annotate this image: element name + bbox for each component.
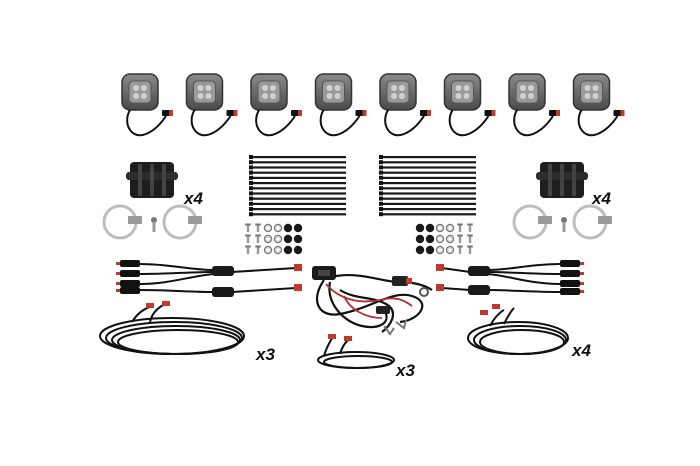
zip-tie (252, 187, 346, 190)
zip-tie (252, 192, 346, 195)
mount-bracket-left (126, 162, 178, 198)
zip-tie (382, 208, 476, 211)
bolt (246, 236, 250, 243)
main-wiring-harness (312, 266, 433, 336)
bolt (458, 225, 462, 232)
zip-tie (252, 166, 346, 169)
zip-tie (252, 156, 346, 159)
bolt (246, 247, 250, 254)
extension-cable-connectors-right (480, 304, 500, 315)
rubber-washer (293, 223, 303, 233)
light-pod (379, 73, 431, 137)
zip-tie (382, 192, 476, 195)
rubber-washer (425, 234, 435, 244)
bolt (458, 247, 462, 254)
splitter-harness-left (139, 263, 297, 293)
zip-tie (382, 176, 476, 179)
light-pod (185, 73, 238, 137)
quantity-label-mounts-right: x4 (592, 189, 611, 208)
rubber-washer (415, 234, 425, 244)
rubber-washer (283, 234, 293, 244)
bolt (256, 247, 260, 254)
extension-cable-coil-left (99, 303, 245, 355)
hardware-nuts-bolts-left (245, 223, 303, 255)
rubber-washer (415, 245, 425, 255)
quantity-label-cable-left: x3 (256, 345, 275, 364)
zip-tie (382, 187, 476, 190)
zip-tie (382, 156, 476, 159)
hose-clamps-right (512, 204, 612, 240)
rubber-washer (283, 245, 293, 255)
light-pod (121, 73, 173, 137)
zip-tie (382, 202, 476, 205)
quantity-label-mounts-left: x4 (184, 189, 203, 208)
mount-bracket-right (536, 162, 588, 198)
zip-tie (252, 176, 346, 179)
hardware-nuts-bolts-right (415, 223, 473, 255)
zip-tie-bundle-left (249, 155, 346, 217)
light-pod (314, 73, 367, 137)
zip-tie (252, 208, 346, 211)
rubber-washer (415, 223, 425, 233)
zip-tie (382, 197, 476, 200)
rubber-washer (425, 245, 435, 255)
quantity-label-cable-center: x3 (396, 361, 415, 380)
bolt (458, 236, 462, 243)
extension-cable-coil-center (317, 337, 395, 369)
zip-tie (252, 171, 346, 174)
rubber-washer (425, 223, 435, 233)
splitter-connectors-right (436, 260, 584, 295)
zip-tie (252, 161, 346, 164)
splitter-connectors-left (116, 260, 302, 297)
rubber-washer (283, 223, 293, 233)
light-pod (250, 73, 302, 137)
bolt (468, 247, 472, 254)
bolt (468, 236, 472, 243)
light-pods-row (121, 73, 625, 137)
zip-tie (252, 182, 346, 185)
light-pod (572, 73, 625, 137)
hose-clamps-left (102, 204, 202, 240)
light-pod (443, 73, 496, 137)
bolt (468, 225, 472, 232)
zip-tie-bundle-right (379, 155, 476, 217)
rubber-washer (293, 245, 303, 255)
bolt (246, 225, 250, 232)
light-pod (508, 73, 560, 137)
zip-tie (382, 171, 476, 174)
zip-tie (382, 213, 476, 216)
splitter-harness-right (441, 263, 561, 293)
rubber-washer (293, 234, 303, 244)
zip-tie (252, 197, 346, 200)
zip-tie (382, 166, 476, 169)
extension-cable-connectors-center (328, 334, 352, 341)
extension-cable-coil-right (467, 307, 569, 355)
extension-cable-connectors-left (146, 301, 170, 308)
bolt (256, 236, 260, 243)
zip-tie (382, 161, 476, 164)
zip-tie (252, 213, 346, 216)
bolt (256, 225, 260, 232)
zip-tie (382, 182, 476, 185)
zip-tie (252, 202, 346, 205)
quantity-label-cable-right: x4 (572, 341, 591, 360)
